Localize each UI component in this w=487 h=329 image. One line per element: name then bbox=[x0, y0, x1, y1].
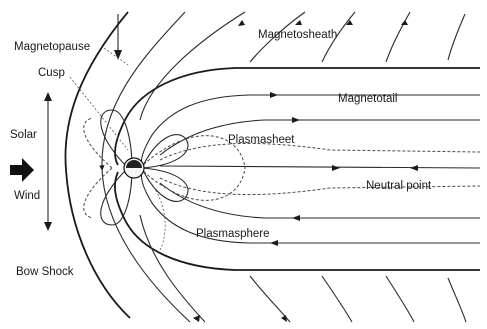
magnetotail-field-lines bbox=[141, 92, 480, 246]
label-cusp: Cusp bbox=[38, 68, 65, 80]
plasmasheet-lines bbox=[160, 143, 480, 194]
earth-icon bbox=[124, 158, 144, 178]
solar-wind-arrow-icon bbox=[10, 158, 34, 182]
label-plasmasheet: Plasmasheet bbox=[228, 135, 294, 147]
label-bow-shock: Bow Shock bbox=[16, 267, 74, 279]
label-magnetosheath: Magnetosheath bbox=[258, 30, 337, 42]
bow-shock-curve bbox=[65, 12, 130, 318]
label-plasmasphere: Plasmasphere bbox=[196, 229, 270, 241]
label-magnetopause: Magnetopause bbox=[14, 42, 90, 54]
label-solar: Solar bbox=[10, 130, 37, 142]
label-magnetotail: Magnetotail bbox=[338, 94, 397, 106]
label-wind: Wind bbox=[14, 191, 40, 203]
solar-wind-axis bbox=[44, 92, 52, 231]
label-neutral-point: Neutral point bbox=[366, 181, 431, 193]
dipole-field-lines bbox=[84, 110, 245, 225]
